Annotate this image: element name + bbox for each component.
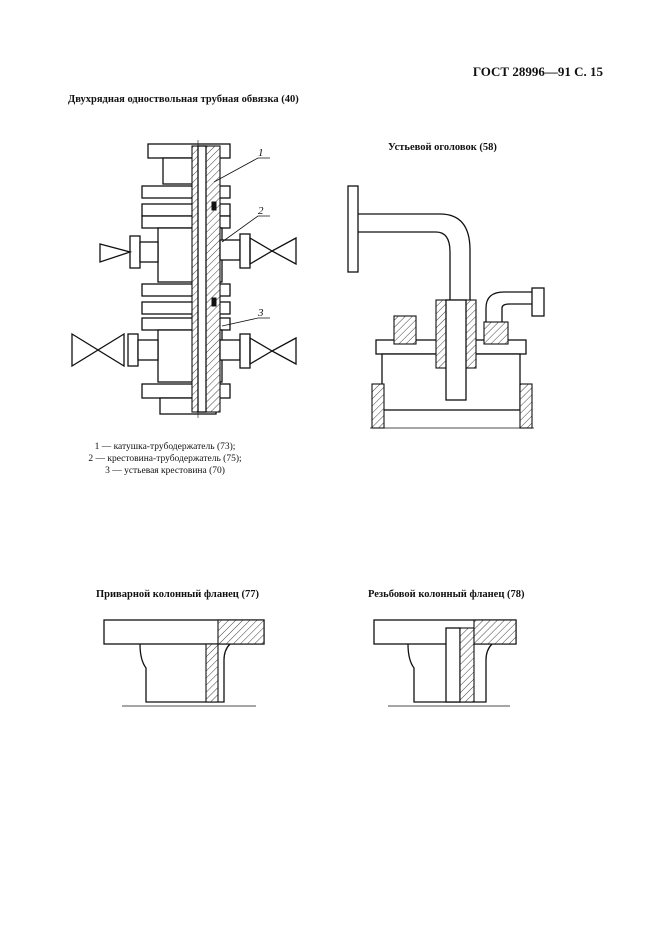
legend-item: 1 — катушка-трубодержатель (73); [94, 442, 236, 452]
callout-1: 1 [258, 147, 264, 159]
caption-wellhead-cap: Устьевой оголовок (58) [388, 142, 497, 153]
page-header: ГОСТ 28996—91 С. 15 [472, 64, 603, 79]
caption-threaded-flange: Резьбовой колонный фланец (78) [368, 589, 525, 600]
legend-item: 3 — устьевая крестовина (70) [105, 466, 225, 476]
wellhead-cap-assembly [347, 185, 545, 429]
caption-tubing-head: Двухрядная одноствольная трубная обвязка… [68, 94, 299, 105]
legend-item: 2 — крестовина-трубодержатель (75); [88, 454, 242, 464]
callout-3: 3 [257, 307, 264, 319]
tubing-head-assembly [71, 140, 297, 420]
figure-legend: 1 — катушка-трубодержатель (73); 2 — кре… [60, 441, 270, 477]
welded-flange-drawing [103, 619, 265, 707]
caption-welded-flange: Приварной колонный фланец (77) [96, 589, 259, 600]
threaded-flange-drawing [373, 619, 517, 707]
callout-2: 2 [258, 205, 264, 217]
